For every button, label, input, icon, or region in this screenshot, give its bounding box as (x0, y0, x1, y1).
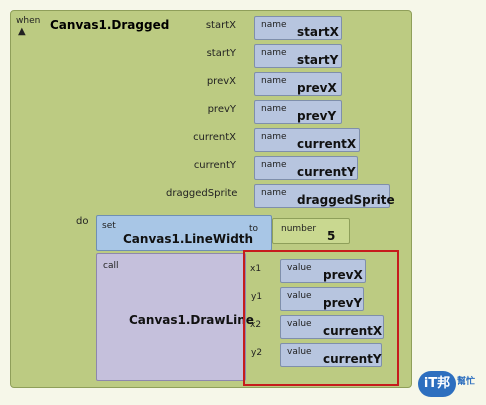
name-key: name (261, 48, 287, 58)
name-key: name (261, 104, 287, 114)
number-block[interactable]: number 5 (272, 218, 350, 244)
name-block-startx[interactable]: name startX (254, 16, 342, 40)
name-block-draggedsprite[interactable]: name draggedSprite (254, 184, 395, 208)
name-block-starty[interactable]: name startY (254, 44, 342, 68)
value-block-currenty[interactable]: value currentY (280, 343, 382, 367)
number-key: number (281, 224, 317, 234)
name-block-prevy[interactable]: name prevY (254, 100, 342, 124)
value-value: currentX (323, 324, 383, 338)
value-value: prevX (323, 268, 363, 282)
call-label: call (103, 261, 119, 271)
name-value: draggedSprite (297, 193, 395, 207)
number-value: 5 (327, 229, 336, 243)
param-label-draggedsprite: draggedSprite (166, 188, 238, 199)
value-key: value (287, 319, 312, 329)
param-label-currenty: currentY (193, 160, 236, 171)
call-method: Canvas1.DrawLine (129, 313, 254, 327)
value-block-prevx[interactable]: value prevX (280, 259, 366, 283)
value-key: value (287, 291, 312, 301)
param-label-startx: startX (205, 20, 236, 31)
ithome-logo: iT邦 幫忙 (418, 371, 482, 401)
name-key: name (261, 132, 287, 142)
name-key: name (261, 188, 287, 198)
collapse-triangle-icon[interactable]: ▲ (18, 26, 26, 37)
name-value: currentY (297, 165, 356, 179)
when-label: when (16, 16, 41, 26)
name-value: prevX (297, 81, 337, 95)
to-label: to (249, 224, 259, 234)
value-block-currentx[interactable]: value currentX (280, 315, 384, 339)
value-key: value (287, 263, 312, 273)
value-value: prevY (323, 296, 363, 310)
value-key: value (287, 347, 312, 357)
highlight-rectangle (243, 250, 399, 386)
arg-label-x1: x1 (250, 264, 262, 274)
name-block-prevx[interactable]: name prevX (254, 72, 342, 96)
event-title: Canvas1.Dragged (50, 18, 170, 32)
name-value: prevY (297, 109, 337, 123)
name-block-currenty[interactable]: name currentY (254, 156, 358, 180)
logo-subtext: 幫忙 (457, 377, 476, 387)
drawline-call-block[interactable]: call Canvas1.DrawLine (96, 253, 254, 381)
value-value: currentY (323, 352, 382, 366)
param-label-starty: startY (206, 48, 236, 59)
set-property: Canvas1.LineWidth (123, 232, 254, 246)
name-value: startY (297, 53, 339, 67)
param-label-prevx: prevX (206, 76, 236, 87)
name-key: name (261, 76, 287, 86)
name-key: name (261, 20, 287, 30)
name-value: currentX (297, 137, 357, 151)
arg-label-y2: y2 (251, 348, 263, 358)
arg-label-x2: x2 (250, 320, 262, 330)
param-label-prevy: prevY (207, 104, 236, 115)
name-block-currentx[interactable]: name currentX (254, 128, 360, 152)
logo-mark: iT邦 (418, 371, 456, 397)
name-key: name (261, 160, 287, 170)
value-block-prevy[interactable]: value prevY (280, 287, 364, 311)
name-value: startX (297, 25, 339, 39)
param-label-currentx: currentX (193, 132, 236, 143)
arg-label-y1: y1 (251, 292, 263, 302)
set-label: set (102, 221, 116, 231)
do-label: do (76, 216, 89, 227)
set-linewidth-block[interactable]: set Canvas1.LineWidth to (96, 215, 272, 251)
